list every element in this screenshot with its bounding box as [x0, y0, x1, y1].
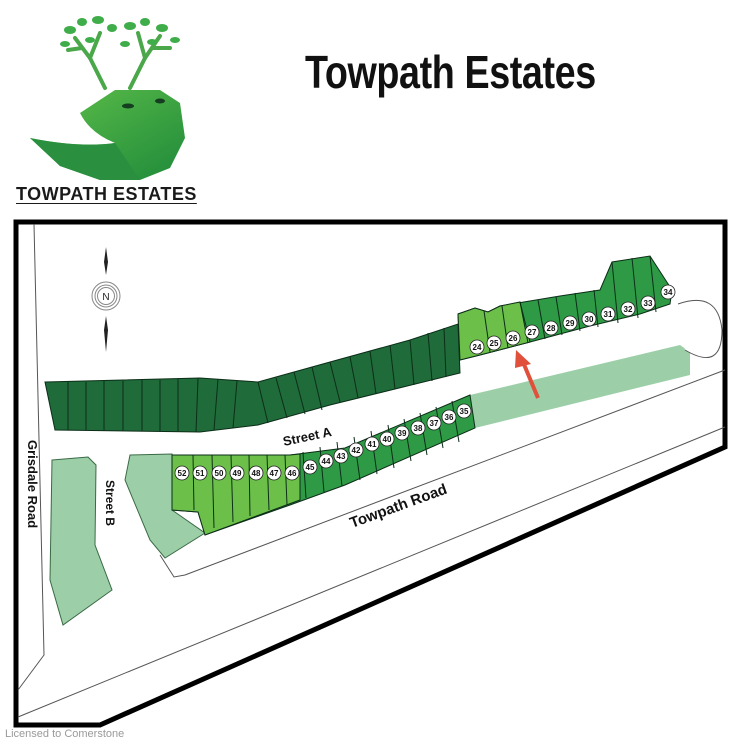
- svg-text:40: 40: [383, 435, 392, 444]
- lot-43[interactable]: 43: [333, 448, 349, 464]
- svg-text:41: 41: [368, 440, 377, 449]
- highlight-arrow-icon: [515, 350, 540, 399]
- svg-text:N: N: [102, 292, 109, 303]
- lot-46[interactable]: 46: [284, 465, 300, 481]
- svg-text:34: 34: [664, 288, 673, 297]
- svg-text:24: 24: [473, 343, 482, 352]
- lot-30[interactable]: 30: [581, 311, 597, 327]
- lot-47[interactable]: 47: [266, 465, 282, 481]
- lot-26[interactable]: 26: [505, 330, 521, 346]
- lot-27[interactable]: 27: [524, 324, 540, 340]
- lot-28[interactable]: 28: [543, 320, 559, 336]
- page-title: Towpath Estates: [305, 46, 596, 98]
- lot-33[interactable]: 33: [640, 295, 656, 311]
- svg-text:39: 39: [398, 429, 407, 438]
- lot-39[interactable]: 39: [394, 425, 410, 441]
- svg-text:38: 38: [414, 424, 423, 433]
- svg-text:29: 29: [566, 319, 575, 328]
- svg-text:43: 43: [337, 452, 346, 461]
- svg-text:36: 36: [445, 413, 454, 422]
- svg-text:45: 45: [306, 463, 315, 472]
- svg-text:52: 52: [178, 469, 187, 478]
- license-watermark: Licensed to Comerstone: [5, 728, 125, 740]
- svg-text:44: 44: [322, 457, 331, 466]
- north-compass-icon: N: [91, 247, 121, 352]
- open-space-west: [49, 456, 113, 626]
- deer-logo-icon: [30, 16, 185, 180]
- svg-text:32: 32: [624, 305, 633, 314]
- lot-37[interactable]: 37: [426, 415, 442, 431]
- svg-text:49: 49: [233, 469, 242, 478]
- svg-text:37: 37: [430, 419, 439, 428]
- north-lot-labels: 24 25 26 27 28 29 30 31 32 33 34: [469, 284, 676, 355]
- svg-text:50: 50: [215, 469, 224, 478]
- south-lot-labels: 52 51 50 49 48 47 46 45 44 43 42 41 40 3…: [174, 403, 472, 481]
- svg-text:51: 51: [196, 469, 205, 478]
- lot-29[interactable]: 29: [562, 315, 578, 331]
- svg-text:30: 30: [585, 315, 594, 324]
- open-space-east: [470, 345, 690, 428]
- lot-38[interactable]: 38: [410, 420, 426, 436]
- lot-32[interactable]: 32: [620, 301, 636, 317]
- svg-text:33: 33: [644, 299, 653, 308]
- svg-text:25: 25: [490, 339, 499, 348]
- lot-40[interactable]: 40: [379, 431, 395, 447]
- lot-42[interactable]: 42: [348, 442, 364, 458]
- svg-text:26: 26: [509, 334, 518, 343]
- lot-49[interactable]: 49: [229, 465, 245, 481]
- svg-text:28: 28: [547, 324, 556, 333]
- grisdale-road-label: Grisdale Road: [25, 440, 40, 528]
- svg-text:47: 47: [270, 469, 279, 478]
- lot-45[interactable]: 45: [302, 459, 318, 475]
- svg-text:27: 27: [528, 328, 537, 337]
- lot-35[interactable]: 35: [456, 403, 472, 419]
- lot-52[interactable]: 52: [174, 465, 190, 481]
- svg-text:48: 48: [252, 469, 261, 478]
- lot-41[interactable]: 41: [364, 436, 380, 452]
- svg-text:35: 35: [460, 407, 469, 416]
- lot-50[interactable]: 50: [211, 465, 227, 481]
- lot-34[interactable]: 34: [660, 284, 676, 300]
- lot-48[interactable]: 48: [248, 465, 264, 481]
- svg-text:31: 31: [604, 310, 613, 319]
- lot-44[interactable]: 44: [318, 453, 334, 469]
- lot-25[interactable]: 25: [486, 335, 502, 351]
- lot-24[interactable]: 24: [469, 339, 485, 355]
- logo-caption: TOWPATH ESTATES: [16, 184, 197, 204]
- svg-text:46: 46: [288, 469, 297, 478]
- lot-36[interactable]: 36: [441, 409, 457, 425]
- lot-51[interactable]: 51: [192, 465, 208, 481]
- svg-text:42: 42: [352, 446, 361, 455]
- street-b-label: Street B: [103, 480, 117, 526]
- lot-31[interactable]: 31: [600, 306, 616, 322]
